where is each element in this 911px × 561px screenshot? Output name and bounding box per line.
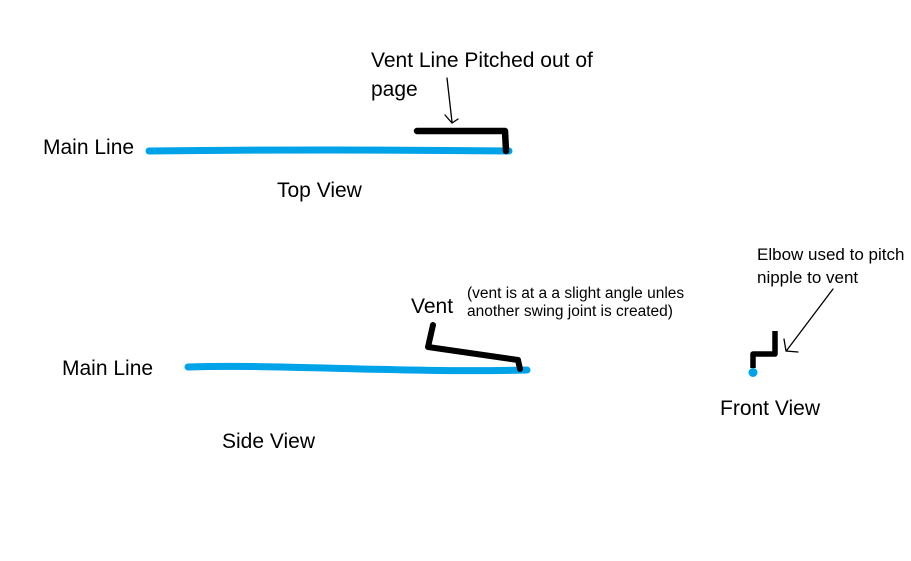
front-view-arrow: [783, 288, 834, 353]
front-view-main-line-dot: [748, 368, 758, 377]
side-view-note-line1: (vent is at a a slight angle unles: [467, 285, 685, 302]
front-view-annotation: Elbow used to pitch nipple to vent: [757, 243, 904, 289]
side-view-note: (vent is at a a slight angle unles anoth…: [467, 285, 684, 321]
top-view-title: Top View: [277, 179, 362, 202]
top-view-arrow: [444, 77, 459, 124]
side-view-main-line-stroke: [184, 362, 531, 375]
side-view-vent-label: Vent: [411, 295, 454, 318]
front-view-title: Front View: [720, 397, 820, 420]
front-view-annotation-line2: nipple to vent: [757, 268, 859, 287]
front-view-elbow-stroke: [750, 331, 778, 368]
top-view-annotation-line2: page: [371, 78, 418, 101]
side-view-title: Side View: [222, 430, 316, 453]
top-view-main-line-label: Main Line: [43, 136, 135, 159]
top-view-annotation-line1: Vent Line Pitched out of: [371, 49, 593, 72]
side-view-vent-stroke: [425, 322, 523, 372]
side-view-main-line-label: Main Line: [62, 357, 154, 380]
top-view-main-line-stroke: [145, 146, 513, 155]
top-view-annotation: Vent Line Pitched out of page: [371, 46, 593, 104]
side-view-note-line2: another swing joint is created): [467, 303, 673, 320]
top-view-vent-elbow-stroke: [413, 127, 510, 155]
front-view-annotation-line1: Elbow used to pitch: [757, 245, 905, 264]
